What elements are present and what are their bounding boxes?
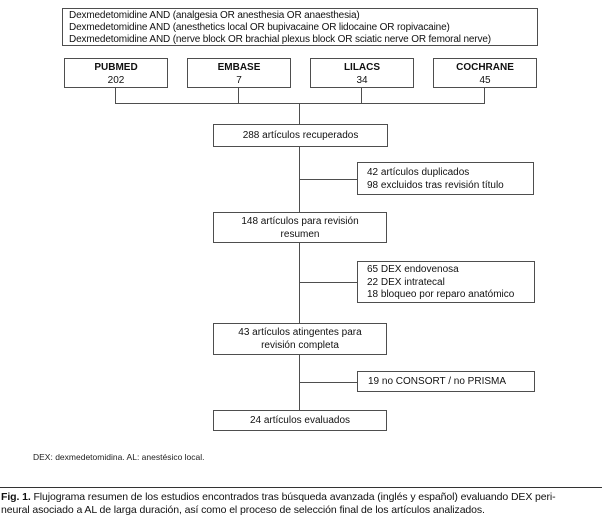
search-strategy-box: Dexmedetomidine AND (analgesia OR anesth…: [62, 8, 538, 46]
connector-line: [115, 88, 116, 104]
excluded-full-box: 19 no CONSORT / no PRISMA: [357, 371, 535, 392]
connector-line: [484, 88, 485, 104]
excluded-full-line: 19 no CONSORT / no PRISMA: [368, 376, 507, 387]
connector-line: [299, 103, 300, 124]
database-count: 34: [356, 75, 368, 86]
excluded-abstract-line: 22 DEX intratecal: [367, 276, 445, 288]
search-strategy-line: Dexmedetomidine AND (analgesia OR anesth…: [69, 10, 360, 21]
evaluated-box: 24 artículos evaluados: [213, 410, 387, 431]
figure-caption-line1: Fig. 1. Flujograma resumen de los estudi…: [1, 491, 556, 503]
abstract-review-line: 148 artículos para revisión: [241, 216, 359, 227]
figure-caption-line2: neural asociado a AL de larga duración, …: [1, 504, 485, 516]
connector-line: [115, 103, 485, 104]
full-review-box: 43 artículos atingentes para revisión co…: [213, 323, 387, 355]
connector-line: [299, 243, 300, 323]
abstract-review-line: resumen: [280, 229, 320, 240]
abbreviations-footnote: DEX: dexmedetomidina. AL: anestésico loc…: [33, 452, 205, 462]
database-box-pubmed: PUBMED 202: [64, 58, 168, 88]
database-box-lilacs: LILACS 34: [310, 58, 414, 88]
full-review-line: 43 artículos atingentes para: [238, 327, 362, 338]
database-name: PUBMED: [94, 62, 138, 73]
excluded-title-line: 98 excluidos tras revisión título: [367, 180, 504, 191]
excluded-abstract-line: 65 DEX endovenosa: [367, 264, 459, 275]
database-name: COCHRANE: [456, 62, 514, 73]
figure-caption-label: Fig. 1.: [1, 491, 31, 503]
excluded-abstract-line: 18 bloqueo por reparo anatómico: [367, 289, 515, 301]
figure-caption-text: Flujograma resumen de los estudios encon…: [33, 491, 556, 503]
database-name: LILACS: [343, 62, 381, 73]
excluded-title-line: 42 artículos duplicados: [367, 167, 470, 178]
database-box-cochrane: COCHRANE 45: [433, 58, 537, 88]
connector-line: [299, 282, 357, 283]
database-count: 202: [107, 75, 125, 86]
database-box-embase: EMBASE 7: [187, 58, 291, 88]
figure-caption: Fig. 1. Flujograma resumen de los estudi…: [1, 491, 602, 517]
abstract-review-box: 148 artículos para revisión resumen: [213, 212, 387, 243]
connector-line: [299, 382, 357, 383]
search-strategy-line: Dexmedetomidine AND (anesthetics local O…: [69, 22, 450, 33]
excluded-abstract-box: 65 DEX endovenosa 22 DEX intratecal 18 b…: [357, 261, 535, 303]
full-review-line: revisión completa: [261, 340, 339, 351]
database-name: EMBASE: [217, 62, 261, 73]
evaluated-label: 24 artículos evaluados: [249, 415, 351, 426]
connector-line: [361, 88, 362, 104]
database-count: 7: [236, 75, 242, 86]
connector-line: [299, 179, 357, 180]
excluded-title-box: 42 artículos duplicados 98 excluidos tra…: [357, 162, 534, 195]
retrieved-label: 288 artículos recuperados: [242, 130, 359, 141]
database-count: 45: [479, 75, 491, 86]
search-strategy-line: Dexmedetomidine AND (nerve block OR brac…: [69, 34, 491, 45]
retrieved-box: 288 artículos recuperados: [213, 124, 388, 147]
connector-line: [238, 88, 239, 104]
caption-divider: [0, 487, 602, 488]
